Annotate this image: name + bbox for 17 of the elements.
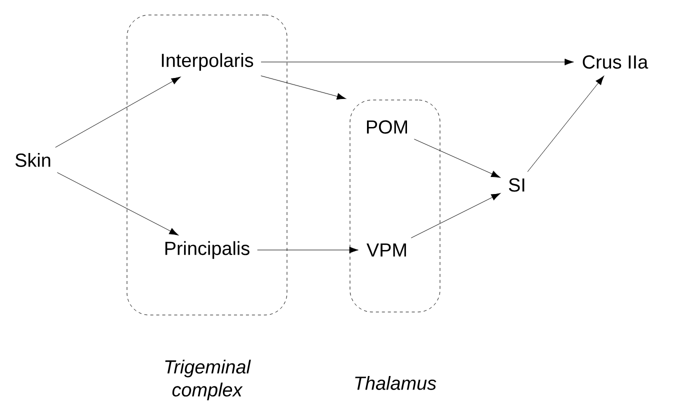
region-label: VPM bbox=[366, 244, 406, 256]
region-label: Interpolaris bbox=[162, 53, 254, 71]
arrow bbox=[410, 193, 500, 238]
arrow bbox=[55, 76, 181, 148]
group-label: Trigeminal complex bbox=[165, 360, 251, 400]
arrow bbox=[414, 138, 500, 178]
region-label: Crus IIa bbox=[582, 55, 648, 69]
arrow bbox=[257, 246, 358, 254]
region-label: POM bbox=[367, 120, 407, 134]
arrow bbox=[527, 76, 604, 172]
arrow bbox=[56, 172, 178, 236]
arrow bbox=[260, 58, 574, 66]
region-label: Principalis bbox=[165, 241, 250, 259]
group-label: Thalamus bbox=[355, 376, 436, 390]
region-label: SI bbox=[508, 178, 524, 192]
arrow bbox=[260, 76, 346, 100]
region-label: Skin bbox=[15, 153, 50, 167]
